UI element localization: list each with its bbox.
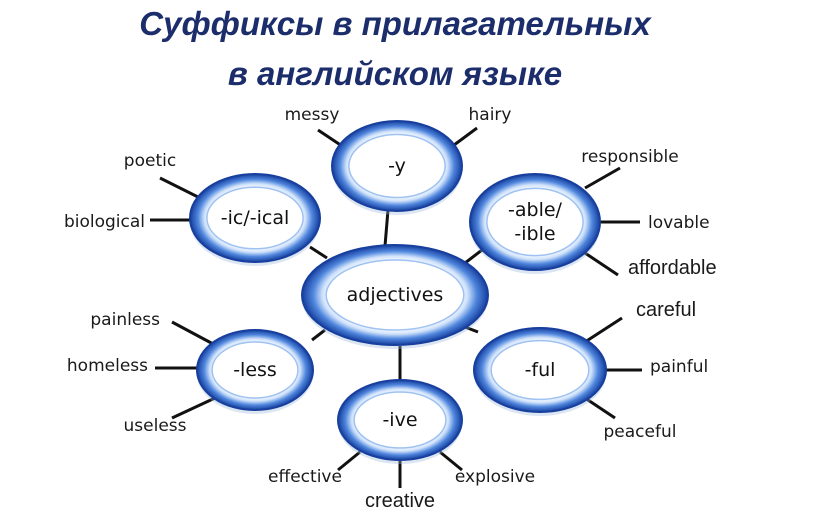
connector-word-1-0: [584, 166, 621, 190]
example-word: effective: [268, 467, 342, 487]
example-word: painless: [90, 310, 160, 330]
connector-word-2-0: [584, 316, 623, 344]
example-word: useless: [124, 416, 187, 436]
connector-word-4-0: [171, 320, 216, 347]
suffix-node-5: [189, 173, 321, 266]
suffix-label-5: -ic/-ical: [221, 207, 290, 229]
example-word: explosive: [455, 467, 535, 487]
example-word: affordable: [628, 257, 717, 279]
connector-center-1: [464, 248, 483, 265]
example-word: careful: [636, 299, 696, 321]
suffix-node-3: [337, 379, 463, 464]
connector-center-5: [309, 245, 328, 260]
example-word: homeless: [67, 356, 148, 376]
suffix-label-0: -y: [388, 155, 406, 177]
example-word: painful: [650, 357, 708, 377]
connector-word-2-2: [584, 396, 616, 420]
connector-word-3-0: [337, 450, 361, 472]
example-word: hairy: [469, 105, 512, 125]
center-node: [301, 244, 489, 349]
suffix-label-1-line-2: -ible: [514, 223, 555, 245]
suffix-node-2: [473, 327, 607, 416]
example-word: biological: [64, 212, 145, 232]
connector-center-2: [464, 325, 479, 334]
suffix-label-3: -ive: [382, 409, 417, 431]
connector-center-4: [311, 328, 326, 342]
suffix-node-0: [331, 120, 463, 215]
example-word: lovable: [648, 213, 710, 233]
connector-center-0: [383, 209, 390, 247]
example-word: poetic: [124, 151, 176, 171]
example-word: peaceful: [604, 422, 677, 442]
connector-word-4-2: [171, 396, 216, 420]
connector-word-3-1: [439, 450, 463, 472]
title-line-1: Суффиксы в прилагательных: [139, 5, 651, 42]
suffix-label-1-line-1: -able/: [508, 199, 563, 221]
suffix-label-2: -ful: [525, 359, 556, 381]
suffix-node-1: [469, 173, 601, 274]
example-word: creative: [365, 490, 435, 512]
connector-word-1-2: [584, 251, 619, 277]
suffix-label-4: -less: [233, 359, 277, 381]
example-word: responsible: [581, 147, 678, 167]
center-label: adjectives: [347, 284, 444, 306]
suffix-node-4: [196, 329, 314, 414]
title-line-2: в английском языке: [227, 55, 563, 92]
example-word: messy: [285, 105, 340, 125]
connector-word-5-0: [159, 176, 199, 199]
